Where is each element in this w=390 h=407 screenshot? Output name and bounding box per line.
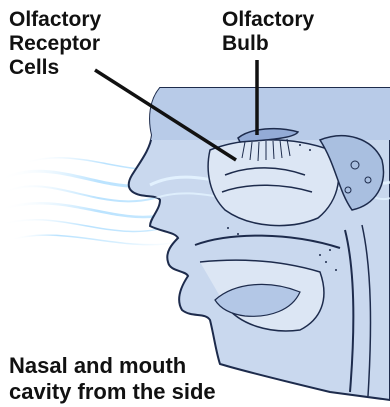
olfactory-receptor-cells-label: Olfactory Receptor Cells: [9, 8, 179, 80]
olfactory-bulb-label: Olfactory Bulb: [222, 8, 362, 56]
bulb-label-line: Olfactory: [222, 8, 362, 32]
bulb-label-line: Bulb: [222, 32, 362, 56]
caption-line: cavity from the side: [9, 379, 339, 405]
receptor-label-line: Receptor: [9, 32, 179, 56]
receptor-label-line: Olfactory: [9, 8, 179, 32]
diagram-caption: Nasal and mouth cavity from the side: [9, 353, 339, 405]
caption-line: Nasal and mouth: [9, 353, 339, 379]
receptor-label-line: Cells: [9, 56, 179, 80]
